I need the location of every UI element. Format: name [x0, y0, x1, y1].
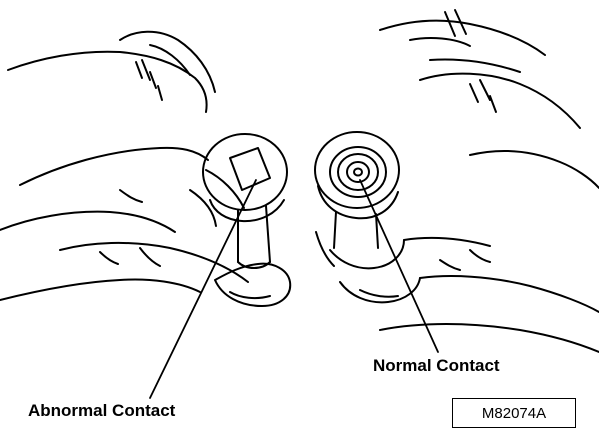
normal-contact-disc: [315, 132, 399, 248]
abnormal-contact-leader: [150, 180, 256, 398]
left-hand: [0, 32, 290, 306]
normal-contact-label: Normal Contact: [373, 356, 500, 376]
figure-code-box: M82074A: [452, 398, 576, 428]
figure-code: M82074A: [482, 405, 546, 422]
abnormal-contact-label: Abnormal Contact: [28, 401, 175, 421]
